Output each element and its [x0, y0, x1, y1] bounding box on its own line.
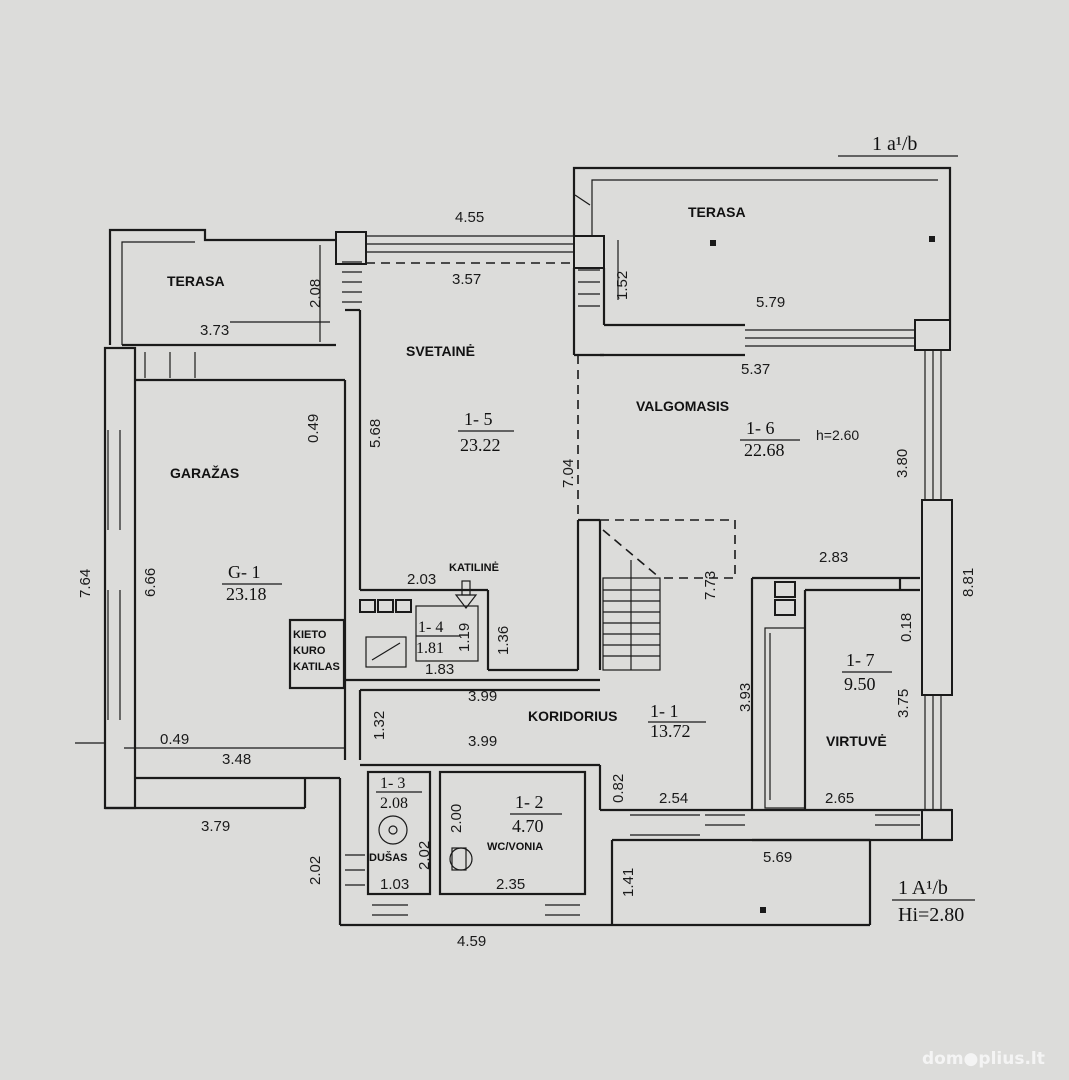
- dimension-lines: [75, 194, 619, 749]
- svg-text:3.93: 3.93: [737, 683, 754, 712]
- watermark: dom●plius.lt: [922, 1049, 1045, 1069]
- svg-text:3.99: 3.99: [468, 688, 497, 705]
- svg-text:0.49: 0.49: [160, 731, 189, 748]
- svg-text:5.69: 5.69: [763, 849, 792, 866]
- sheet-height-ref: Hi=2.80: [898, 904, 964, 926]
- room-area: 4.70: [512, 816, 544, 836]
- room-area: 1.81: [416, 640, 444, 657]
- room-code: 1- 5: [464, 409, 493, 429]
- svg-text:0.49: 0.49: [305, 414, 322, 443]
- room-garazas: GARAŽAS G- 1 23.18: [170, 464, 282, 604]
- room-name: SVETAINĖ: [406, 343, 475, 359]
- svg-text:7.73: 7.73: [702, 571, 719, 600]
- toilet-icon: [449, 847, 473, 871]
- room-name: VIRTUVĖ: [826, 733, 887, 749]
- room-code: 1- 2: [515, 792, 544, 812]
- boiler-label: KIETO KURO KATILAS: [293, 629, 340, 673]
- svg-text:3.75: 3.75: [895, 689, 912, 718]
- svg-text:2.00: 2.00: [448, 804, 465, 833]
- svg-text:KIETO: KIETO: [293, 629, 327, 641]
- sheet-reference-top: 1 a¹/b: [838, 133, 958, 157]
- room-code: 1- 4: [418, 619, 443, 636]
- room-area: 2.08: [380, 795, 408, 812]
- svg-text:3.80: 3.80: [894, 449, 911, 478]
- sheet-ref-bottom-text: 1 A¹/b: [898, 877, 948, 899]
- room-terasa-left: TERASA: [167, 273, 225, 289]
- staircase: [602, 560, 661, 671]
- svg-text:3.99: 3.99: [468, 733, 497, 750]
- svg-text:6.66: 6.66: [142, 568, 159, 597]
- room-svetaine: SVETAINĖ 1- 5 23.22: [406, 343, 514, 455]
- room-name: KATILINĖ: [449, 561, 499, 574]
- svg-text:0.82: 0.82: [610, 774, 627, 803]
- window-hatches: [107, 261, 920, 916]
- svg-text:4.55: 4.55: [455, 209, 484, 226]
- room-area: 23.22: [460, 435, 501, 455]
- room-dusas: DUŠAS 1- 3 2.08: [369, 775, 422, 864]
- svg-text:2.08: 2.08: [307, 279, 324, 308]
- room-terasa-right: TERASA: [688, 204, 746, 220]
- room-area: 9.50: [844, 674, 876, 694]
- svg-text:7.04: 7.04: [560, 459, 577, 488]
- svg-text:1.41: 1.41: [620, 868, 637, 897]
- room-area: 13.72: [650, 721, 691, 741]
- svg-text:2.83: 2.83: [819, 549, 848, 566]
- svg-text:3.48: 3.48: [222, 751, 251, 768]
- room-area: 23.18: [226, 584, 267, 604]
- room-katiline: KATILINĖ 1- 4 1.81: [416, 561, 499, 657]
- shower-icon: [378, 815, 408, 845]
- svg-text:1.52: 1.52: [614, 271, 631, 300]
- svg-text:8.81: 8.81: [960, 568, 977, 597]
- svg-text:5.37: 5.37: [741, 361, 770, 378]
- svg-text:5.68: 5.68: [367, 419, 384, 448]
- svg-text:4.59: 4.59: [457, 933, 486, 950]
- room-code: G- 1: [228, 562, 261, 582]
- svg-text:KATILAS: KATILAS: [293, 661, 340, 673]
- sheet-reference-bottom: 1 A¹/b Hi=2.80: [892, 877, 975, 926]
- svg-text:1.32: 1.32: [371, 711, 388, 740]
- room-name: DUŠAS: [369, 851, 408, 864]
- svg-text:2.03: 2.03: [407, 571, 436, 588]
- svg-text:0.18: 0.18: [898, 613, 915, 642]
- room-name: TERASA: [167, 273, 225, 289]
- room-name: TERASA: [688, 204, 746, 220]
- room-name: KORIDORIUS: [528, 708, 617, 724]
- svg-text:1.36: 1.36: [495, 626, 512, 655]
- room-name: WC/VONIA: [487, 841, 543, 853]
- svg-text:1.03: 1.03: [380, 876, 409, 893]
- walls: [75, 166, 953, 927]
- svg-text:2.35: 2.35: [496, 876, 525, 893]
- svg-text:7.64: 7.64: [77, 569, 94, 598]
- room-area: 22.68: [744, 440, 785, 460]
- svg-text:1.83: 1.83: [425, 661, 454, 678]
- room-valgomasis: VALGOMASIS 1- 6 22.68 h=2.60: [636, 398, 859, 460]
- svg-text:1.19: 1.19: [456, 623, 473, 652]
- svg-text:2.65: 2.65: [825, 790, 854, 807]
- room-height-note: h=2.60: [816, 427, 859, 443]
- svg-text:2.02: 2.02: [416, 841, 433, 870]
- svg-text:KURO: KURO: [293, 645, 326, 657]
- dimension-labels: 4.55 3.57 3.73 5.79 5.37 2.03 2.83 1.83 …: [77, 209, 977, 950]
- solid-fuel-boiler: [288, 618, 346, 690]
- svg-text:2.02: 2.02: [307, 856, 324, 885]
- svg-text:3.57: 3.57: [452, 271, 481, 288]
- sheet-ref-top-text: 1 a¹/b: [872, 133, 917, 155]
- room-virtuve: VIRTUVĖ 1- 7 9.50: [826, 650, 892, 749]
- room-name: VALGOMASIS: [636, 398, 729, 414]
- katiline-arrow-icon: [454, 580, 478, 609]
- svg-text:3.79: 3.79: [201, 818, 230, 835]
- room-name: GARAŽAS: [170, 464, 239, 481]
- svg-text:2.54: 2.54: [659, 790, 688, 807]
- room-code: 1- 7: [846, 650, 875, 670]
- svg-text:3.73: 3.73: [200, 322, 229, 339]
- room-code: 1- 1: [650, 701, 679, 721]
- room-code: 1- 3: [380, 775, 405, 792]
- room-code: 1- 6: [746, 418, 775, 438]
- svg-text:5.79: 5.79: [756, 294, 785, 311]
- room-wc-vonia: WC/VONIA 1- 2 4.70: [487, 792, 562, 853]
- room-koridorius: KORIDORIUS 1- 1 13.72: [528, 701, 706, 741]
